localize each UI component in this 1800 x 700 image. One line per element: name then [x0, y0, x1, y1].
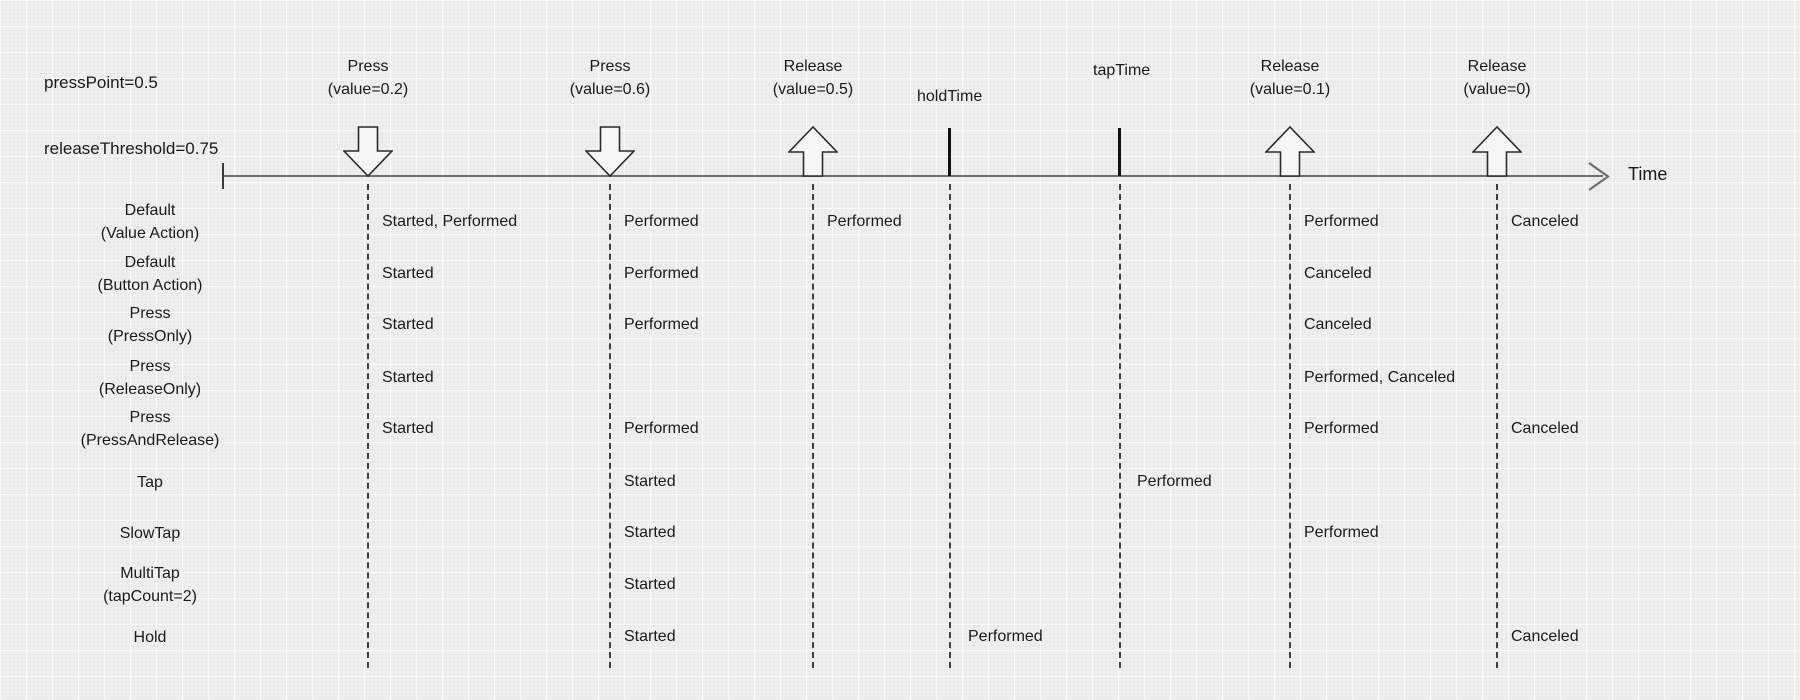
time-axis-arrowhead-icon: [1588, 162, 1610, 191]
state-cell: Canceled: [1511, 213, 1579, 230]
down-arrow-icon: [585, 126, 635, 177]
state-cell: Started: [382, 420, 434, 437]
event-label-hold-time: holdTime: [917, 88, 983, 105]
config-note: pressPoint=0.5 releaseThreshold=0.75: [44, 28, 218, 182]
state-cell: Started: [382, 316, 434, 333]
state-cell: Canceled: [1511, 420, 1579, 437]
dashed-guide-line: [812, 184, 814, 668]
event-label-press-1: Press (value=0.2): [327, 58, 409, 98]
row-label-tap: Tap: [137, 474, 163, 491]
state-cell: Started: [382, 369, 434, 386]
row-label-press-releaseonly: Press(ReleaseOnly): [98, 358, 202, 398]
dashed-guide-line: [367, 184, 369, 668]
row-label-hold: Hold: [133, 629, 167, 646]
event-label-release-2: Release (value=0.1): [1249, 58, 1331, 98]
state-cell: Canceled: [1511, 628, 1579, 645]
state-cell: Started: [624, 628, 676, 645]
state-cell: Performed: [968, 628, 1043, 645]
state-cell: Canceled: [1304, 316, 1372, 333]
state-cell: Performed, Canceled: [1304, 369, 1456, 386]
event-label-tap-time: tapTime: [1093, 62, 1151, 79]
state-cell: Started: [382, 265, 434, 282]
state-cell: Started: [624, 576, 676, 593]
dashed-guide-line: [1119, 184, 1121, 668]
row-label-press-pressonly: Press(PressOnly): [107, 305, 193, 345]
row-label-slowtap: SlowTap: [119, 525, 181, 542]
state-cell: Canceled: [1304, 265, 1372, 282]
state-cell: Performed: [624, 213, 699, 230]
dashed-guide-line: [609, 184, 611, 668]
state-cell: Performed: [1304, 524, 1379, 541]
state-cell: Performed: [1137, 473, 1212, 490]
dashed-guide-line: [1496, 184, 1498, 668]
state-cell: Performed: [827, 213, 902, 230]
event-label-release-3: Release (value=0): [1463, 58, 1531, 98]
tick-mark-icon: [1118, 128, 1121, 176]
state-cell: Started, Performed: [382, 213, 518, 230]
config-release-threshold: releaseThreshold=0.75: [44, 139, 219, 158]
state-cell: Performed: [1304, 420, 1379, 437]
time-axis-label: Time: [1628, 164, 1668, 184]
row-label-default-button-action: Default(Button Action): [97, 254, 203, 294]
dashed-guide-line: [1289, 184, 1291, 668]
event-label-release-1: Release (value=0.5): [772, 58, 854, 98]
state-cell: Performed: [624, 420, 699, 437]
down-arrow-icon: [343, 126, 393, 177]
event-label-press-2: Press (value=0.6): [569, 58, 651, 98]
state-cell: Started: [624, 524, 676, 541]
dashed-guide-line: [949, 184, 951, 668]
up-arrow-icon: [1472, 126, 1522, 177]
state-cell: Performed: [624, 316, 699, 333]
state-cell: Started: [624, 473, 676, 490]
time-axis-start-tick: [222, 163, 224, 189]
time-axis: [223, 175, 1603, 177]
state-cell: Performed: [624, 265, 699, 282]
up-arrow-icon: [1265, 126, 1315, 177]
row-label-press-pressandrelease: Press(PressAndRelease): [80, 409, 220, 449]
row-label-multitap: MultiTap(tapCount=2): [103, 565, 197, 605]
up-arrow-icon: [788, 126, 838, 177]
row-label-default-value-action: Default(Value Action): [100, 202, 200, 242]
config-press-point: pressPoint=0.5: [44, 73, 158, 92]
state-cell: Performed: [1304, 213, 1379, 230]
tick-mark-icon: [948, 128, 951, 176]
